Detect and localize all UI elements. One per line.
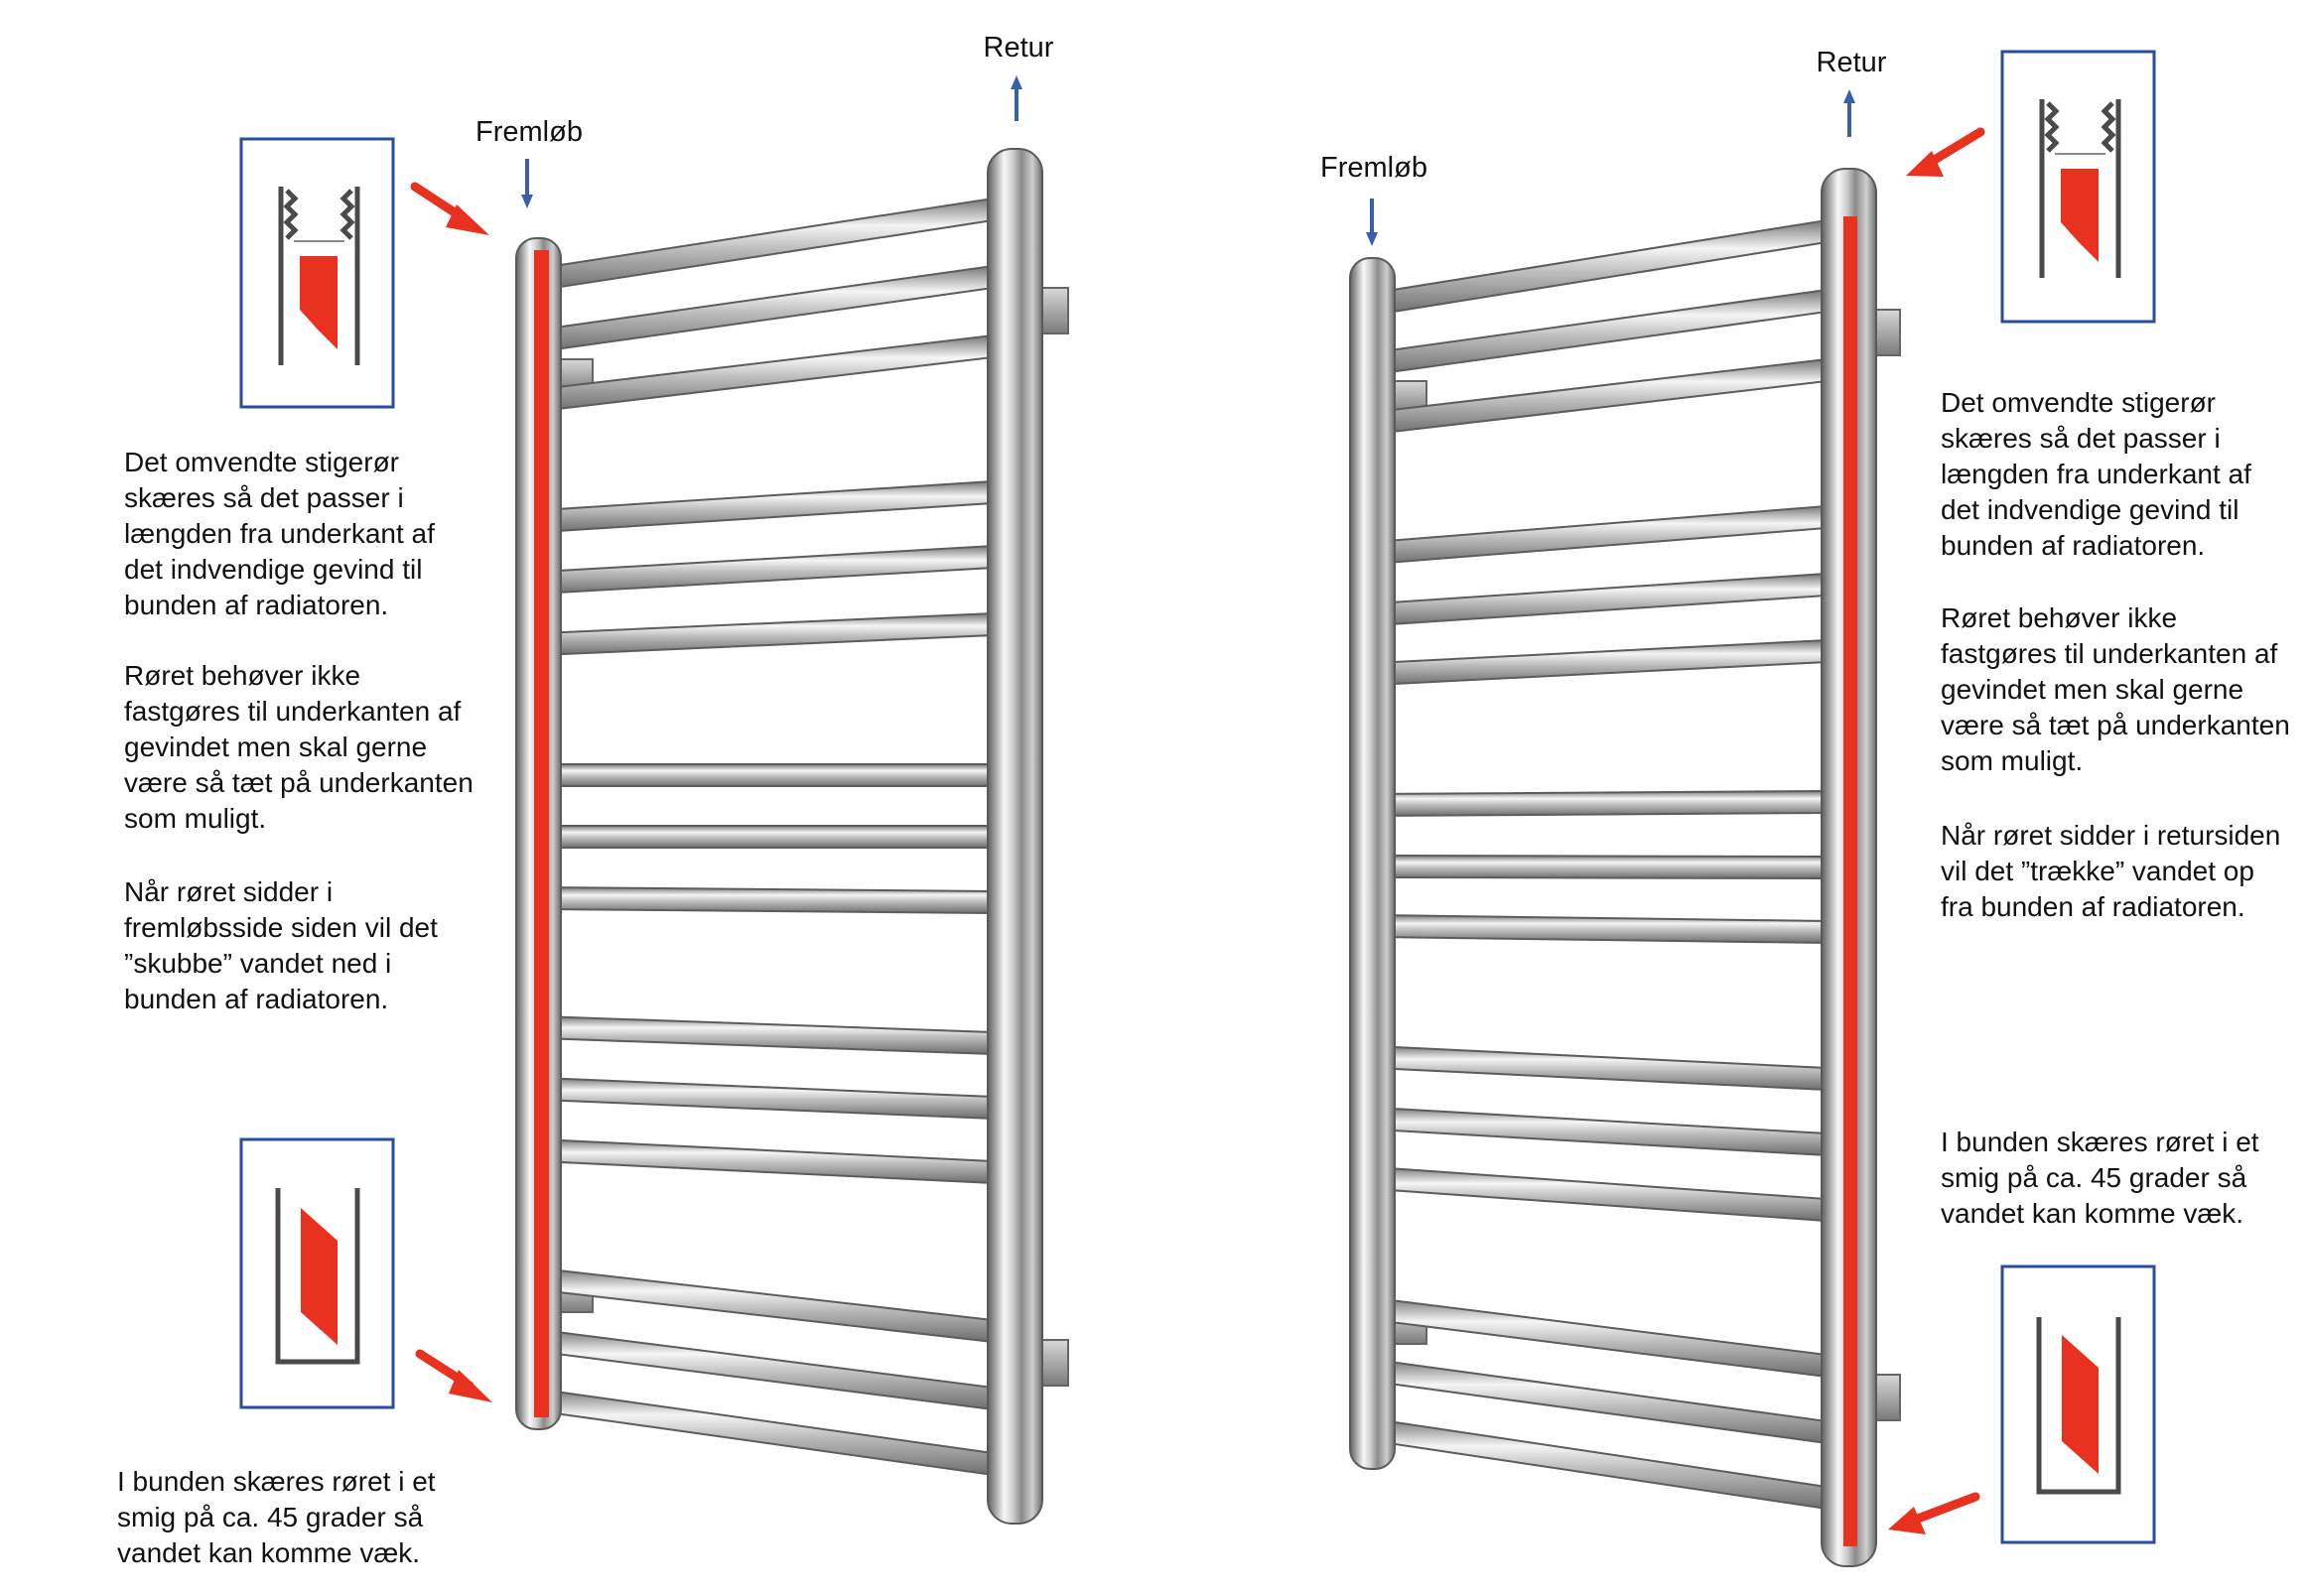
right-text-bottom-cut: I bunden skæres røret i et smig på ca. 4… xyxy=(1941,1127,2259,1229)
text-line: ”skubbe” vandet ned i xyxy=(124,948,391,979)
right-detail-box-bottom xyxy=(2000,1264,2156,1544)
left-pointer-arrow-bottom xyxy=(415,1349,492,1402)
text-line: fra bunden af radiatoren. xyxy=(1941,891,2245,922)
text-line: I bunden skæres røret i et xyxy=(117,1466,436,1497)
left-return-post xyxy=(987,148,1043,1525)
text-line: det indvendige gevind til xyxy=(1941,494,2239,525)
text-line: være så tæt på underkanten xyxy=(1941,710,2290,740)
right-supply-arrow xyxy=(1366,199,1378,246)
right-label-supply: Fremløb xyxy=(1320,152,1427,184)
left-panel: Fremløb Retur xyxy=(117,32,1069,1568)
text-line: være så tæt på underkanten xyxy=(124,767,474,798)
text-line: skæres så det passer i xyxy=(1941,423,2221,454)
left-supply-arrow xyxy=(521,159,533,208)
right-riser-pipe xyxy=(1843,216,1857,1546)
right-panel: Fremløb Retur xyxy=(1320,47,2290,1567)
right-pointer-arrow-top xyxy=(1906,127,1985,177)
left-detail-box-bottom xyxy=(239,1137,395,1409)
text-line: Røret behøver ikke xyxy=(1941,602,2177,633)
right-label-return: Retur xyxy=(1817,47,1887,78)
left-text-cut-length: Det omvendte stigerør skæres så det pass… xyxy=(124,447,435,620)
left-riser-pipe xyxy=(534,250,549,1417)
text-line: vandet kan komme væk. xyxy=(117,1537,420,1568)
right-riser-top-cut xyxy=(2061,169,2099,262)
text-line: bunden af radiatoren. xyxy=(124,590,388,620)
text-line: bunden af radiatoren. xyxy=(124,984,388,1014)
left-text-fastening: Røret behøver ikke fastgøres til underka… xyxy=(124,660,474,834)
text-line: vil det ”trække” vandet op xyxy=(1941,856,2254,886)
text-line: I bunden skæres røret i et xyxy=(1941,1127,2259,1157)
right-riser-bottom-cut xyxy=(2062,1335,2099,1474)
text-line: smig på ca. 45 grader så xyxy=(1941,1162,2247,1193)
text-line: Når røret sidder i xyxy=(124,876,333,907)
text-line: længden fra underkant af xyxy=(124,518,435,549)
text-line: længden fra underkant af xyxy=(1941,459,2251,489)
left-text-bottom-cut: I bunden skæres røret i et smig på ca. 4… xyxy=(117,1466,436,1568)
right-rails xyxy=(1374,218,1828,1511)
right-pointer-arrow-bottom xyxy=(1888,1492,1980,1534)
text-line: bunden af radiatoren. xyxy=(1941,530,2205,561)
right-return-arrow xyxy=(1843,89,1855,137)
text-line: fastgøres til underkanten af xyxy=(1941,638,2278,669)
left-label-supply: Fremløb xyxy=(475,116,583,148)
left-supply-post xyxy=(515,237,562,1430)
right-text-cut-length: Det omvendte stigerør skæres så det pass… xyxy=(1941,387,2251,561)
left-riser-top-cut xyxy=(300,256,338,349)
text-line: skæres så det passer i xyxy=(124,482,404,513)
text-line: gevindet men skal gerne xyxy=(1941,674,2243,705)
text-line: Røret behøver ikke xyxy=(124,660,360,691)
left-rails xyxy=(540,197,994,1477)
left-riser-bottom-cut xyxy=(301,1208,338,1345)
text-line: det indvendige gevind til xyxy=(124,554,422,585)
text-line: Det omvendte stigerør xyxy=(1941,387,2216,418)
text-line: Når røret sidder i retursiden xyxy=(1941,820,2280,851)
left-pointer-arrow-top xyxy=(410,182,489,235)
right-return-post xyxy=(1821,168,1877,1567)
threaded-fitting-icon xyxy=(2039,99,2121,278)
text-line: Det omvendte stigerør xyxy=(124,447,399,477)
right-supply-post xyxy=(1349,257,1396,1470)
left-detail-box-top xyxy=(239,137,395,409)
text-line: vandet kan komme væk. xyxy=(1941,1198,2243,1229)
text-line: fremløbsside siden vil det xyxy=(124,912,438,943)
left-label-return: Retur xyxy=(984,32,1054,64)
left-text-flow-direction: Når røret sidder i fremløbsside siden vi… xyxy=(124,876,438,1014)
right-text-fastening: Røret behøver ikke fastgøres til underka… xyxy=(1941,602,2290,776)
right-text-flow-direction: Når røret sidder i retursiden vil det ”t… xyxy=(1941,820,2280,922)
left-return-arrow xyxy=(1011,75,1022,121)
text-line: smig på ca. 45 grader så xyxy=(117,1502,424,1532)
threaded-fitting-icon xyxy=(278,187,360,365)
text-line: som muligt. xyxy=(1941,745,2083,776)
right-detail-box-top xyxy=(2000,50,2156,324)
text-line: som muligt. xyxy=(124,803,266,834)
text-line: fastgøres til underkanten af xyxy=(124,696,462,727)
text-line: gevindet men skal gerne xyxy=(124,732,427,762)
